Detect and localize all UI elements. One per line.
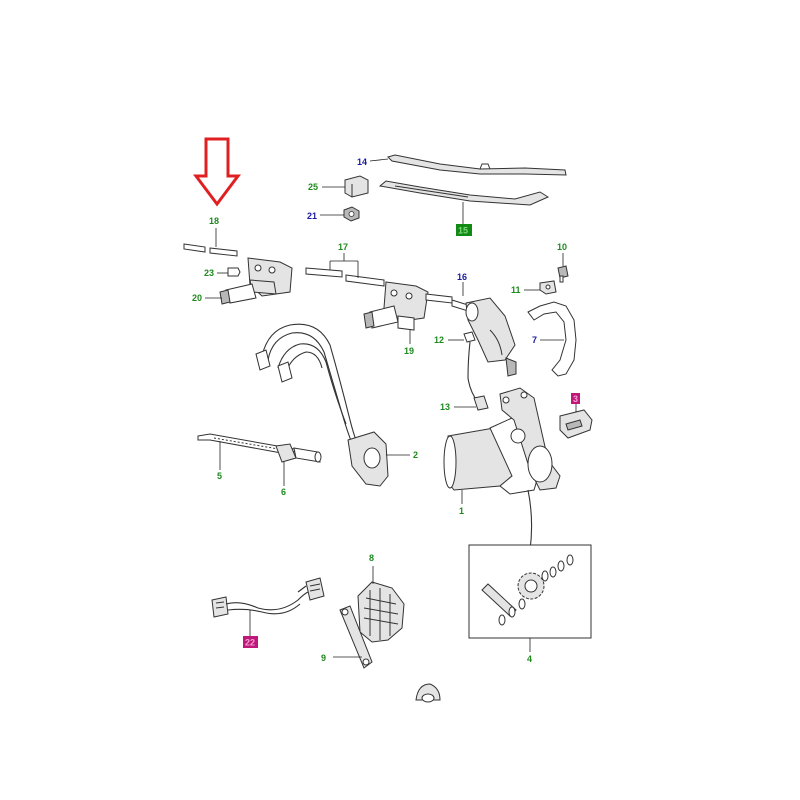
mounting-pad	[559, 404, 593, 439]
connector	[448, 331, 479, 403]
small-pin	[217, 267, 241, 277]
callout-19: 19	[404, 346, 414, 356]
callout-1: 1	[459, 506, 464, 516]
gear-kit-inset	[468, 544, 592, 652]
wiper-arm	[378, 180, 550, 224]
callout-3-badge: 3	[571, 393, 580, 404]
callout-16: 16	[457, 272, 467, 282]
callout-17: 17	[338, 242, 348, 252]
wiper-motor	[443, 387, 561, 551]
arm-cover-cap	[322, 175, 369, 198]
callout-7: 7	[532, 335, 537, 345]
callout-15-badge: 15	[456, 224, 472, 236]
bolt	[557, 253, 569, 283]
callout-10: 10	[557, 242, 567, 252]
callout-12: 12	[434, 335, 444, 345]
link-lever	[333, 605, 373, 669]
callout-8: 8	[369, 553, 374, 563]
mounting-strap	[527, 301, 577, 377]
callout-9: 9	[321, 653, 326, 663]
callout-22-badge: 22	[243, 636, 258, 648]
wiring-harness	[255, 323, 410, 487]
down-arrow-icon	[193, 137, 241, 207]
callout-21: 21	[307, 211, 317, 221]
callout-13: 13	[440, 402, 450, 412]
callout-4: 4	[527, 654, 532, 664]
svg-text:22: 22	[245, 638, 255, 648]
callout-11: 11	[511, 285, 521, 295]
small-bracket	[524, 280, 557, 295]
callout-5: 5	[217, 471, 222, 481]
svg-text:15: 15	[458, 226, 468, 236]
wheelbox-centre	[363, 281, 453, 344]
mounting-plate	[357, 566, 405, 643]
wheelbox-left	[205, 257, 293, 305]
callout-25: 25	[308, 182, 318, 192]
callout-14: 14	[357, 157, 367, 167]
partial-grommet	[415, 683, 441, 703]
cable-ferrule	[275, 443, 322, 486]
callout-18: 18	[209, 216, 219, 226]
pivot-pins	[183, 228, 238, 257]
harness-lead	[211, 577, 325, 636]
gearbox-cover	[451, 282, 517, 377]
callout-6: 6	[281, 487, 286, 497]
callout-23: 23	[204, 268, 214, 278]
wiper-blade	[369, 154, 567, 176]
spindle-nut	[320, 206, 360, 222]
rack-tubes	[305, 253, 385, 287]
svg-text:3: 3	[573, 394, 578, 404]
callout-2: 2	[413, 450, 418, 460]
callout-20: 20	[192, 293, 202, 303]
cable-clip	[454, 395, 489, 411]
